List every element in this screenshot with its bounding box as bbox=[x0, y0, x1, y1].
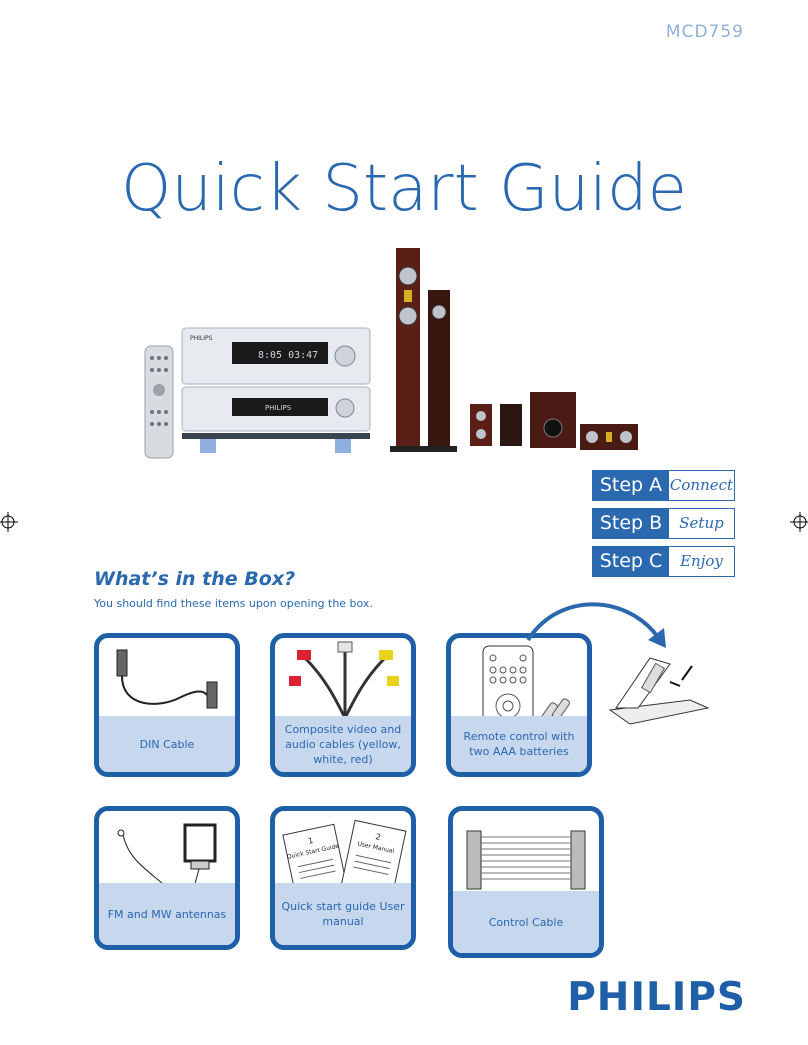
antennas-illustration bbox=[117, 823, 217, 892]
item-card-composite-cables: Composite video and audio cables (yellow… bbox=[270, 633, 416, 777]
model-number: MCD759 bbox=[665, 22, 744, 42]
svg-text:2: 2 bbox=[375, 832, 382, 842]
step-b[interactable]: Step B Setup bbox=[592, 508, 735, 539]
manuals-illustration: 1 Quick Start Guide 2 User Manual bbox=[282, 819, 407, 893]
item-caption: Remote control with two AAA batteries bbox=[451, 716, 587, 772]
svg-text:PHILIPS: PHILIPS bbox=[190, 335, 213, 342]
composite-cables-illustration bbox=[289, 641, 399, 719]
section-title: What’s in the Box? bbox=[94, 568, 296, 590]
page-title: Quick Start Guide bbox=[121, 152, 687, 226]
steps-list: Step A Connect Step B Setup Step C Enjoy bbox=[592, 470, 735, 584]
control-cable-illustration bbox=[466, 830, 586, 890]
product-image: 8:05 03:47 PHILIPS PHILIPS bbox=[144, 248, 638, 459]
item-caption: FM and MW antennas bbox=[99, 883, 235, 945]
registration-mark-right bbox=[790, 512, 808, 532]
item-card-control-cable: Control Cable bbox=[448, 806, 604, 958]
step-label: Step A bbox=[593, 471, 669, 500]
battery-insert-illustration bbox=[526, 602, 710, 725]
registration-mark-left bbox=[0, 512, 18, 532]
item-caption: Control Cable bbox=[453, 891, 599, 953]
step-sub: Setup bbox=[669, 509, 734, 538]
item-card-antennas: FM and MW antennas bbox=[94, 806, 240, 950]
step-label: Step B bbox=[593, 509, 669, 538]
din-cable-illustration bbox=[116, 649, 218, 709]
philips-logo: PHILIPS bbox=[567, 975, 746, 1020]
step-c[interactable]: Step C Enjoy bbox=[592, 546, 735, 577]
item-caption: Composite video and audio cables (yellow… bbox=[275, 716, 411, 772]
item-caption: Quick start guide User manual bbox=[275, 883, 411, 945]
item-caption: DIN Cable bbox=[99, 716, 235, 772]
svg-text:1: 1 bbox=[307, 836, 314, 846]
section-subtitle: You should find these items upon opening… bbox=[94, 597, 373, 610]
step-sub: Connect bbox=[669, 471, 734, 500]
svg-text:8:05 03:47: 8:05 03:47 bbox=[258, 350, 318, 361]
step-a[interactable]: Step A Connect bbox=[592, 470, 735, 501]
item-card-manuals: 1 Quick Start Guide 2 User Manual Quick … bbox=[270, 806, 416, 950]
step-sub: Enjoy bbox=[669, 547, 734, 576]
item-card-remote: Remote control with two AAA batteries bbox=[446, 633, 592, 777]
step-label: Step C bbox=[593, 547, 669, 576]
item-card-din-cable: DIN Cable bbox=[94, 633, 240, 777]
svg-text:PHILIPS: PHILIPS bbox=[265, 404, 292, 412]
